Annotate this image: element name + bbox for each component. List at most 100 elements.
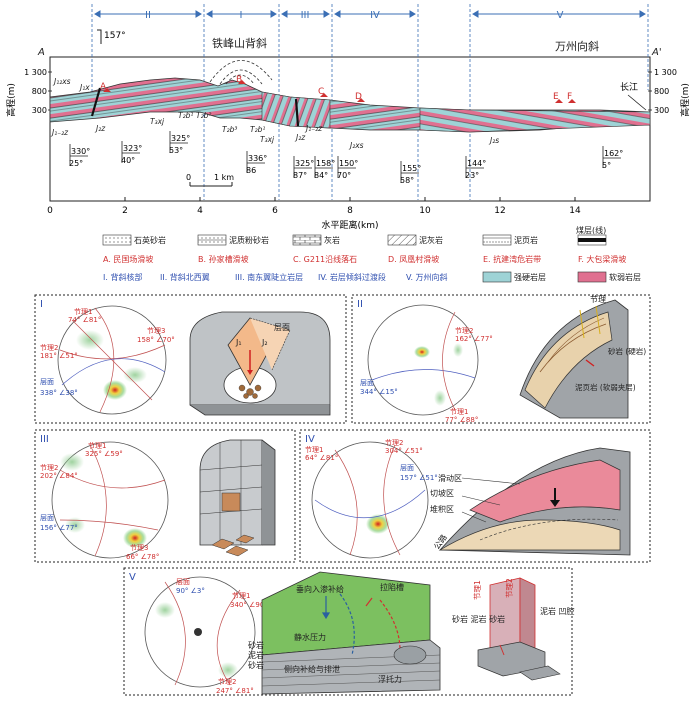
y-axis-label-right: 高程(m)	[679, 83, 691, 117]
x-axis-label: 水平距离(km)	[321, 219, 378, 231]
anticline-dashed	[209, 60, 273, 85]
stratum-label: T₂b¹	[178, 111, 193, 120]
joint-orientation: 77° ∠88°	[445, 416, 478, 424]
joint-orientation: 340° ∠90°	[230, 601, 268, 609]
dip-azimuth: 158°	[316, 159, 335, 168]
zone-label-iv: IV	[370, 10, 380, 21]
block-hard-label: 砂岩 (硬岩)	[608, 346, 646, 356]
dip-azimuth: 336°	[248, 154, 267, 163]
joint-label: 节理1	[450, 408, 468, 416]
stratum-label: J₁₋₂z	[50, 128, 69, 137]
bedding-orientation: 338° ∠38°	[40, 389, 78, 397]
legend-swatch-shale	[482, 234, 512, 246]
dip-angle: 86	[246, 166, 256, 175]
bearing-mark	[97, 29, 102, 44]
panel-label: V	[129, 572, 136, 583]
zone-cut-label: 切坡区	[430, 488, 454, 498]
scale-bar-start: 0	[186, 173, 191, 182]
bedding-label: 层面	[360, 379, 374, 387]
legend-text: 泥灰岩	[419, 235, 443, 245]
joint-label: 节理1	[74, 308, 92, 316]
legend-swatch-marl	[387, 234, 417, 246]
uplift-label: 浮托力	[378, 674, 402, 684]
rock-label: 砂岩	[248, 640, 264, 650]
block-joint-2: J₂	[261, 338, 268, 347]
bedding-orientation: 157° ∠51°	[400, 474, 438, 482]
joint-orientation: 247° ∠81°	[216, 687, 254, 695]
joint-label: 节理1	[305, 446, 323, 454]
zone-label-i: I	[240, 10, 243, 21]
x-tick-label: 12	[494, 206, 505, 216]
stratum-label: T₃xj	[260, 135, 275, 144]
panel-label: I	[40, 299, 43, 310]
dip-marker: 144° 23°	[465, 156, 486, 180]
slide-mark-c: C	[318, 87, 324, 97]
cross-section: II I III IV V 157° 铁峰山背斜 万州向斜 A A' 高程(m)…	[5, 4, 691, 231]
x-tick-label: 2	[122, 206, 128, 216]
dip-marker: 325°87°	[293, 156, 314, 180]
dip-azimuth: 150°	[339, 159, 358, 168]
dip-angle: 23°	[465, 171, 479, 180]
joint-label: 节理2	[455, 327, 473, 335]
joint-label: 节理3	[130, 544, 148, 552]
crack-label: 拉陷槽	[380, 582, 404, 592]
stratum-label: J₁₂xs	[52, 77, 71, 86]
dip-marker: 158°84°	[314, 156, 335, 180]
panel-frames	[34, 294, 651, 696]
legend-text: IV. 岩层倾斜过渡段	[318, 272, 386, 282]
title-anticline: 铁峰山背斜	[212, 36, 267, 50]
zone-label-ii: II	[145, 10, 151, 21]
dip-azimuth: 330°	[71, 147, 90, 156]
legend-text: C. G211沿线落石	[293, 254, 357, 264]
bedding-orientation: 344° ∠15°	[360, 388, 398, 396]
dip-angle: 58°	[400, 176, 414, 185]
stratum-label: J₂z	[94, 124, 106, 133]
panel-iv: IV 节理1 64° ∠81° 节理2 304° ∠51° 层面 157° ∠5…	[305, 434, 631, 559]
slide-mark-d: D	[355, 92, 362, 102]
y-tick-300-left: 300	[32, 106, 47, 115]
bedding-label: 层面	[176, 578, 190, 586]
dip-angle: 5°	[602, 161, 611, 170]
dip-angle: 70°	[337, 171, 351, 180]
dip-azimuth: 162°	[604, 149, 623, 158]
joint-orientation: 66° ∠78°	[126, 553, 159, 561]
joint-orientation: 325° ∠59°	[85, 450, 123, 458]
joint-label: 节理1	[232, 592, 250, 600]
legend-text: 强硬岩层	[514, 272, 546, 282]
title-syncline: 万州向斜	[555, 39, 599, 53]
y-tick-300-right: 300	[654, 106, 669, 115]
dip-azimuth: 144°	[467, 159, 486, 168]
bedding-label: 层面	[400, 464, 414, 472]
block-joint-1: J₁	[235, 338, 242, 347]
scale-bar: 0 1 km	[186, 173, 234, 187]
legend-text: III. 南东翼陡立岩层	[235, 272, 303, 282]
slide-mark-e: E	[553, 92, 559, 102]
dip-marker: 155°58°	[400, 161, 421, 185]
x-tick-label: 6	[272, 206, 278, 216]
y-axis-label-left: 高程(m)	[5, 83, 17, 117]
dip-azimuth: 325°	[171, 134, 190, 143]
panel-label: II	[357, 299, 363, 310]
slide-mark-b: B	[236, 75, 242, 85]
panel-label: III	[40, 434, 49, 445]
slide-markers: A B C D E F	[100, 75, 572, 102]
legend-text: D. 凤凰村滑坡	[388, 254, 439, 264]
legend-text: II. 背斜北西翼	[160, 272, 210, 282]
stereonet-ii	[367, 304, 479, 416]
stratum-label: T₃xj	[150, 117, 165, 126]
zone-slide-label: 滑动区	[438, 473, 462, 483]
joint-orientation: 304° ∠51°	[385, 447, 423, 455]
legend-swatch-strong	[482, 271, 512, 283]
joint-orientation: 181° ∠51°	[40, 352, 78, 360]
block-soft-label: 泥页岩 (软弱夹层)	[575, 382, 636, 392]
joint-orientation: 202° ∠84°	[40, 472, 78, 480]
y-tick-1300-left: 1 300	[24, 68, 47, 77]
slide-flags	[103, 80, 576, 103]
infiltration-label: 垂向入渗补给	[296, 584, 344, 594]
stratum-label: J₁₋₂z	[304, 124, 323, 133]
panel-v: V 层面 90° ∠3° 节理1 340° ∠90° 节理2 247° ∠81°…	[129, 571, 575, 695]
stratum-label: T₂b¹	[250, 125, 265, 134]
panel-i: I 节理1 74° ∠81° 节理2 181° ∠51° 节理3 158° ∠7…	[40, 299, 331, 416]
stratum-label: T₂b³	[222, 125, 237, 134]
